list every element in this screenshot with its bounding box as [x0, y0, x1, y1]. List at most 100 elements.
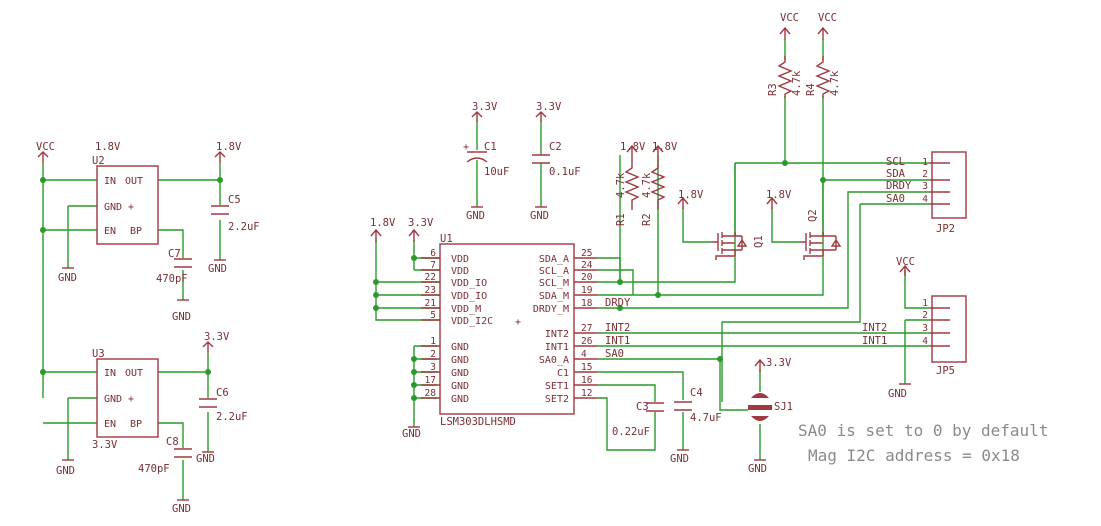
- u1-pin-number: 27: [581, 323, 592, 334]
- gnd-label: GND: [208, 263, 227, 275]
- svg-text:+: +: [463, 142, 469, 153]
- capacitor-c4: C4 4.7uF: [674, 387, 722, 424]
- gnd-label: GND: [56, 465, 75, 477]
- u2-name: U2: [92, 155, 105, 167]
- u1-pin-name: SET1: [545, 381, 569, 392]
- svg-text:4.7uF: 4.7uF: [690, 412, 722, 424]
- svg-text:4.7k: 4.7k: [641, 172, 653, 198]
- u1-pin-number: 2: [430, 349, 436, 360]
- u1-right-pins: SDA_A25SCL_A24SCL_M20SDA_M19DRDY_M18INT2…: [533, 248, 593, 405]
- gnd-label: GND: [196, 453, 215, 465]
- svg-text:4.7k: 4.7k: [791, 70, 803, 96]
- capacitor-c2: C2 0.1uF: [532, 141, 581, 178]
- svg-text:BP: BP: [130, 419, 142, 430]
- u1-pin-number: 12: [581, 388, 592, 399]
- ic-u1: U1 LSM303DLHSMD + VDD6VDD7VDD_IO22VDD_IO…: [421, 233, 597, 428]
- svg-text:C1: C1: [484, 141, 497, 153]
- svg-text:BP: BP: [130, 226, 142, 237]
- gnd-label: GND: [58, 272, 77, 284]
- u1-pin-number: 1: [430, 336, 436, 347]
- svg-text:C4: C4: [690, 387, 703, 399]
- power-vcc-r4: VCC: [817, 12, 837, 40]
- u1-pin-number: 4: [581, 349, 587, 360]
- u1-pin-name: VDD_IO: [451, 278, 487, 289]
- svg-text:C7: C7: [168, 248, 181, 260]
- u1-pin-number: 20: [581, 272, 593, 283]
- net-labels: DRDY INT2 INT1 INT2 INT1 SA0: [605, 297, 887, 360]
- u1-pin-name: SDA_A: [539, 254, 569, 265]
- jp5-name: JP5: [936, 365, 955, 377]
- vcc-label: VCC: [896, 256, 915, 268]
- u1-pin-name: SCL_A: [539, 266, 569, 277]
- svg-text:470pF: 470pF: [156, 273, 188, 285]
- svg-text:Q2: Q2: [807, 209, 819, 222]
- u1-pin-number: 19: [581, 285, 593, 296]
- net-int2: INT2: [605, 322, 630, 334]
- u1-value: LSM303DLHSMD: [440, 416, 516, 428]
- capacitor-c1: + C1 10uF: [463, 141, 509, 178]
- u1-pin-name: SET2: [545, 394, 569, 405]
- svg-text:GND: GND: [104, 202, 122, 213]
- svg-text:R4: R4: [805, 83, 817, 96]
- svg-text:GND: GND: [104, 394, 122, 405]
- net-int1: INT1: [605, 335, 630, 347]
- capacitor-c6: C6 2.2uF: [199, 387, 248, 423]
- vcc-label: VCC: [780, 12, 799, 24]
- u1-pin-name: SCL_M: [539, 278, 569, 289]
- v33-label: 3.3V: [408, 217, 434, 229]
- svg-text:IN: IN: [104, 176, 116, 187]
- gnd-label: GND: [172, 503, 191, 515]
- u3-name: U3: [92, 348, 105, 360]
- u1-pin-name: DRDY_M: [533, 304, 569, 315]
- junctions: [40, 160, 826, 401]
- capacitor-c8: C8 470pF: [138, 436, 192, 475]
- u1-pin-name: VDD_M: [451, 304, 481, 315]
- u1-pin-number: 22: [425, 272, 436, 283]
- v18-label: 1.8V: [766, 189, 792, 201]
- v18-label: 1.8V: [370, 217, 396, 229]
- svg-text:EN: EN: [104, 419, 116, 430]
- net-sa0: SA0: [605, 348, 624, 360]
- note-sa0: SA0 is set to 0 by default: [798, 421, 1048, 440]
- jp5-pin-number: 2: [922, 310, 928, 321]
- resistor-r2: R2 4.7k: [641, 157, 666, 226]
- vcc-label: VCC: [36, 141, 55, 153]
- power-vcc-r3: VCC: [779, 12, 799, 40]
- gnd-label: GND: [888, 388, 907, 400]
- svg-text:OUT: OUT: [125, 176, 143, 187]
- capacitor-c7: C7 470pF: [156, 248, 192, 285]
- svg-text:SJ1: SJ1: [774, 401, 793, 413]
- u1-pin-name: VDD: [451, 254, 469, 265]
- jp5-pin-number: 3: [922, 323, 928, 334]
- u1-pin-number: 15: [581, 362, 592, 373]
- jp5-pin-number: 1: [922, 298, 928, 309]
- u1-pin-name: GND: [451, 355, 469, 366]
- note-mag-address: Mag I2C address = 0x18: [808, 446, 1020, 465]
- power-vcc-jp5: VCC: [896, 256, 915, 276]
- power-1v8-r2: 1.8V: [652, 141, 678, 157]
- mosfet-q1: Q1: [712, 232, 765, 260]
- svg-text:IN: IN: [104, 368, 116, 379]
- u1-pin-name: SDA_M: [539, 291, 569, 302]
- v33-label: 3.3V: [766, 357, 792, 369]
- u1-pin-name: VDD: [451, 266, 469, 277]
- resistor-r1: R1 4.7k: [615, 157, 640, 226]
- power-1v8-q1: 1.8V: [677, 189, 704, 209]
- svg-text:C8: C8: [166, 436, 179, 448]
- svg-text:OUT: OUT: [125, 368, 143, 379]
- u1-pin-name: GND: [451, 368, 469, 379]
- capacitor-c5: C5 2.2uF: [211, 194, 260, 233]
- design-notes: SA0 is set to 0 by default Mag I2C addre…: [798, 421, 1048, 465]
- u1-pin-number: 7: [430, 260, 436, 271]
- u1-pin-number: 17: [425, 375, 436, 386]
- gnd-label: GND: [748, 463, 767, 475]
- gnd-label: GND: [530, 210, 549, 222]
- jp2-net-label: SCL: [886, 156, 905, 168]
- ground-symbols: GND GND GND GND GND GND GND GND GND GND …: [56, 206, 911, 515]
- jp2-net-label: SDA: [886, 168, 906, 180]
- u1-pin-number: 3: [430, 362, 436, 373]
- jp2-name: JP2: [936, 223, 955, 235]
- power-3v3-sj1: 3.3V: [754, 357, 792, 372]
- power-3v3-c1: 3.3V: [471, 101, 498, 122]
- v33-label: 3.3V: [204, 331, 230, 343]
